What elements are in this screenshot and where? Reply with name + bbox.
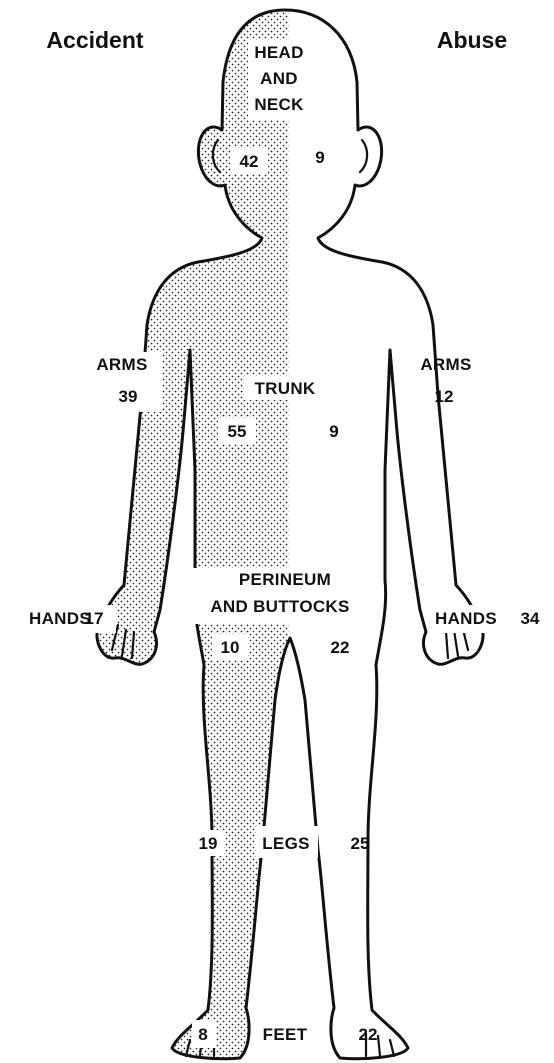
arms-accident-label: ARMS xyxy=(96,355,147,374)
hands-accident-label: HANDS xyxy=(29,609,91,628)
legs-accident-count: 19 xyxy=(199,834,218,853)
head-neck-label-line-1: HEAD xyxy=(254,43,303,62)
trunk-accident-count: 55 xyxy=(228,422,247,441)
accident-column-title: Accident xyxy=(46,27,143,53)
feet-accident-count: 8 xyxy=(198,1025,207,1044)
arms-abuse-label: ARMS xyxy=(420,355,471,374)
perineum-label-line-2: AND BUTTOCKS xyxy=(210,597,349,616)
head-neck-label-line-3: NECK xyxy=(254,95,304,114)
arms-abuse-count: 12 xyxy=(435,387,454,406)
perineum-accident-count: 10 xyxy=(221,638,240,657)
abuse-column-title: Abuse xyxy=(437,27,507,53)
legs-label: LEGS xyxy=(262,834,310,853)
perineum-abuse-count: 22 xyxy=(331,638,350,657)
head-neck-label-line-2: AND xyxy=(260,69,298,88)
feet-abuse-count: 22 xyxy=(359,1025,378,1044)
trunk-abuse-count: 9 xyxy=(329,422,338,441)
hands-accident-count: 17 xyxy=(85,609,104,628)
accident-half-shading xyxy=(97,10,483,1059)
arms-accident-count: 39 xyxy=(119,387,138,406)
head-neck-accident-count: 42 xyxy=(240,152,259,171)
feet-label: FEET xyxy=(263,1025,308,1044)
head-neck-abuse-count: 9 xyxy=(315,148,324,167)
hands-abuse-count: 34 xyxy=(521,609,540,628)
perineum-label-line-1: PERINEUM xyxy=(239,570,331,589)
hands-abuse-label: HANDS xyxy=(435,609,497,628)
trunk-label: TRUNK xyxy=(255,379,316,398)
legs-abuse-count: 25 xyxy=(351,834,370,853)
